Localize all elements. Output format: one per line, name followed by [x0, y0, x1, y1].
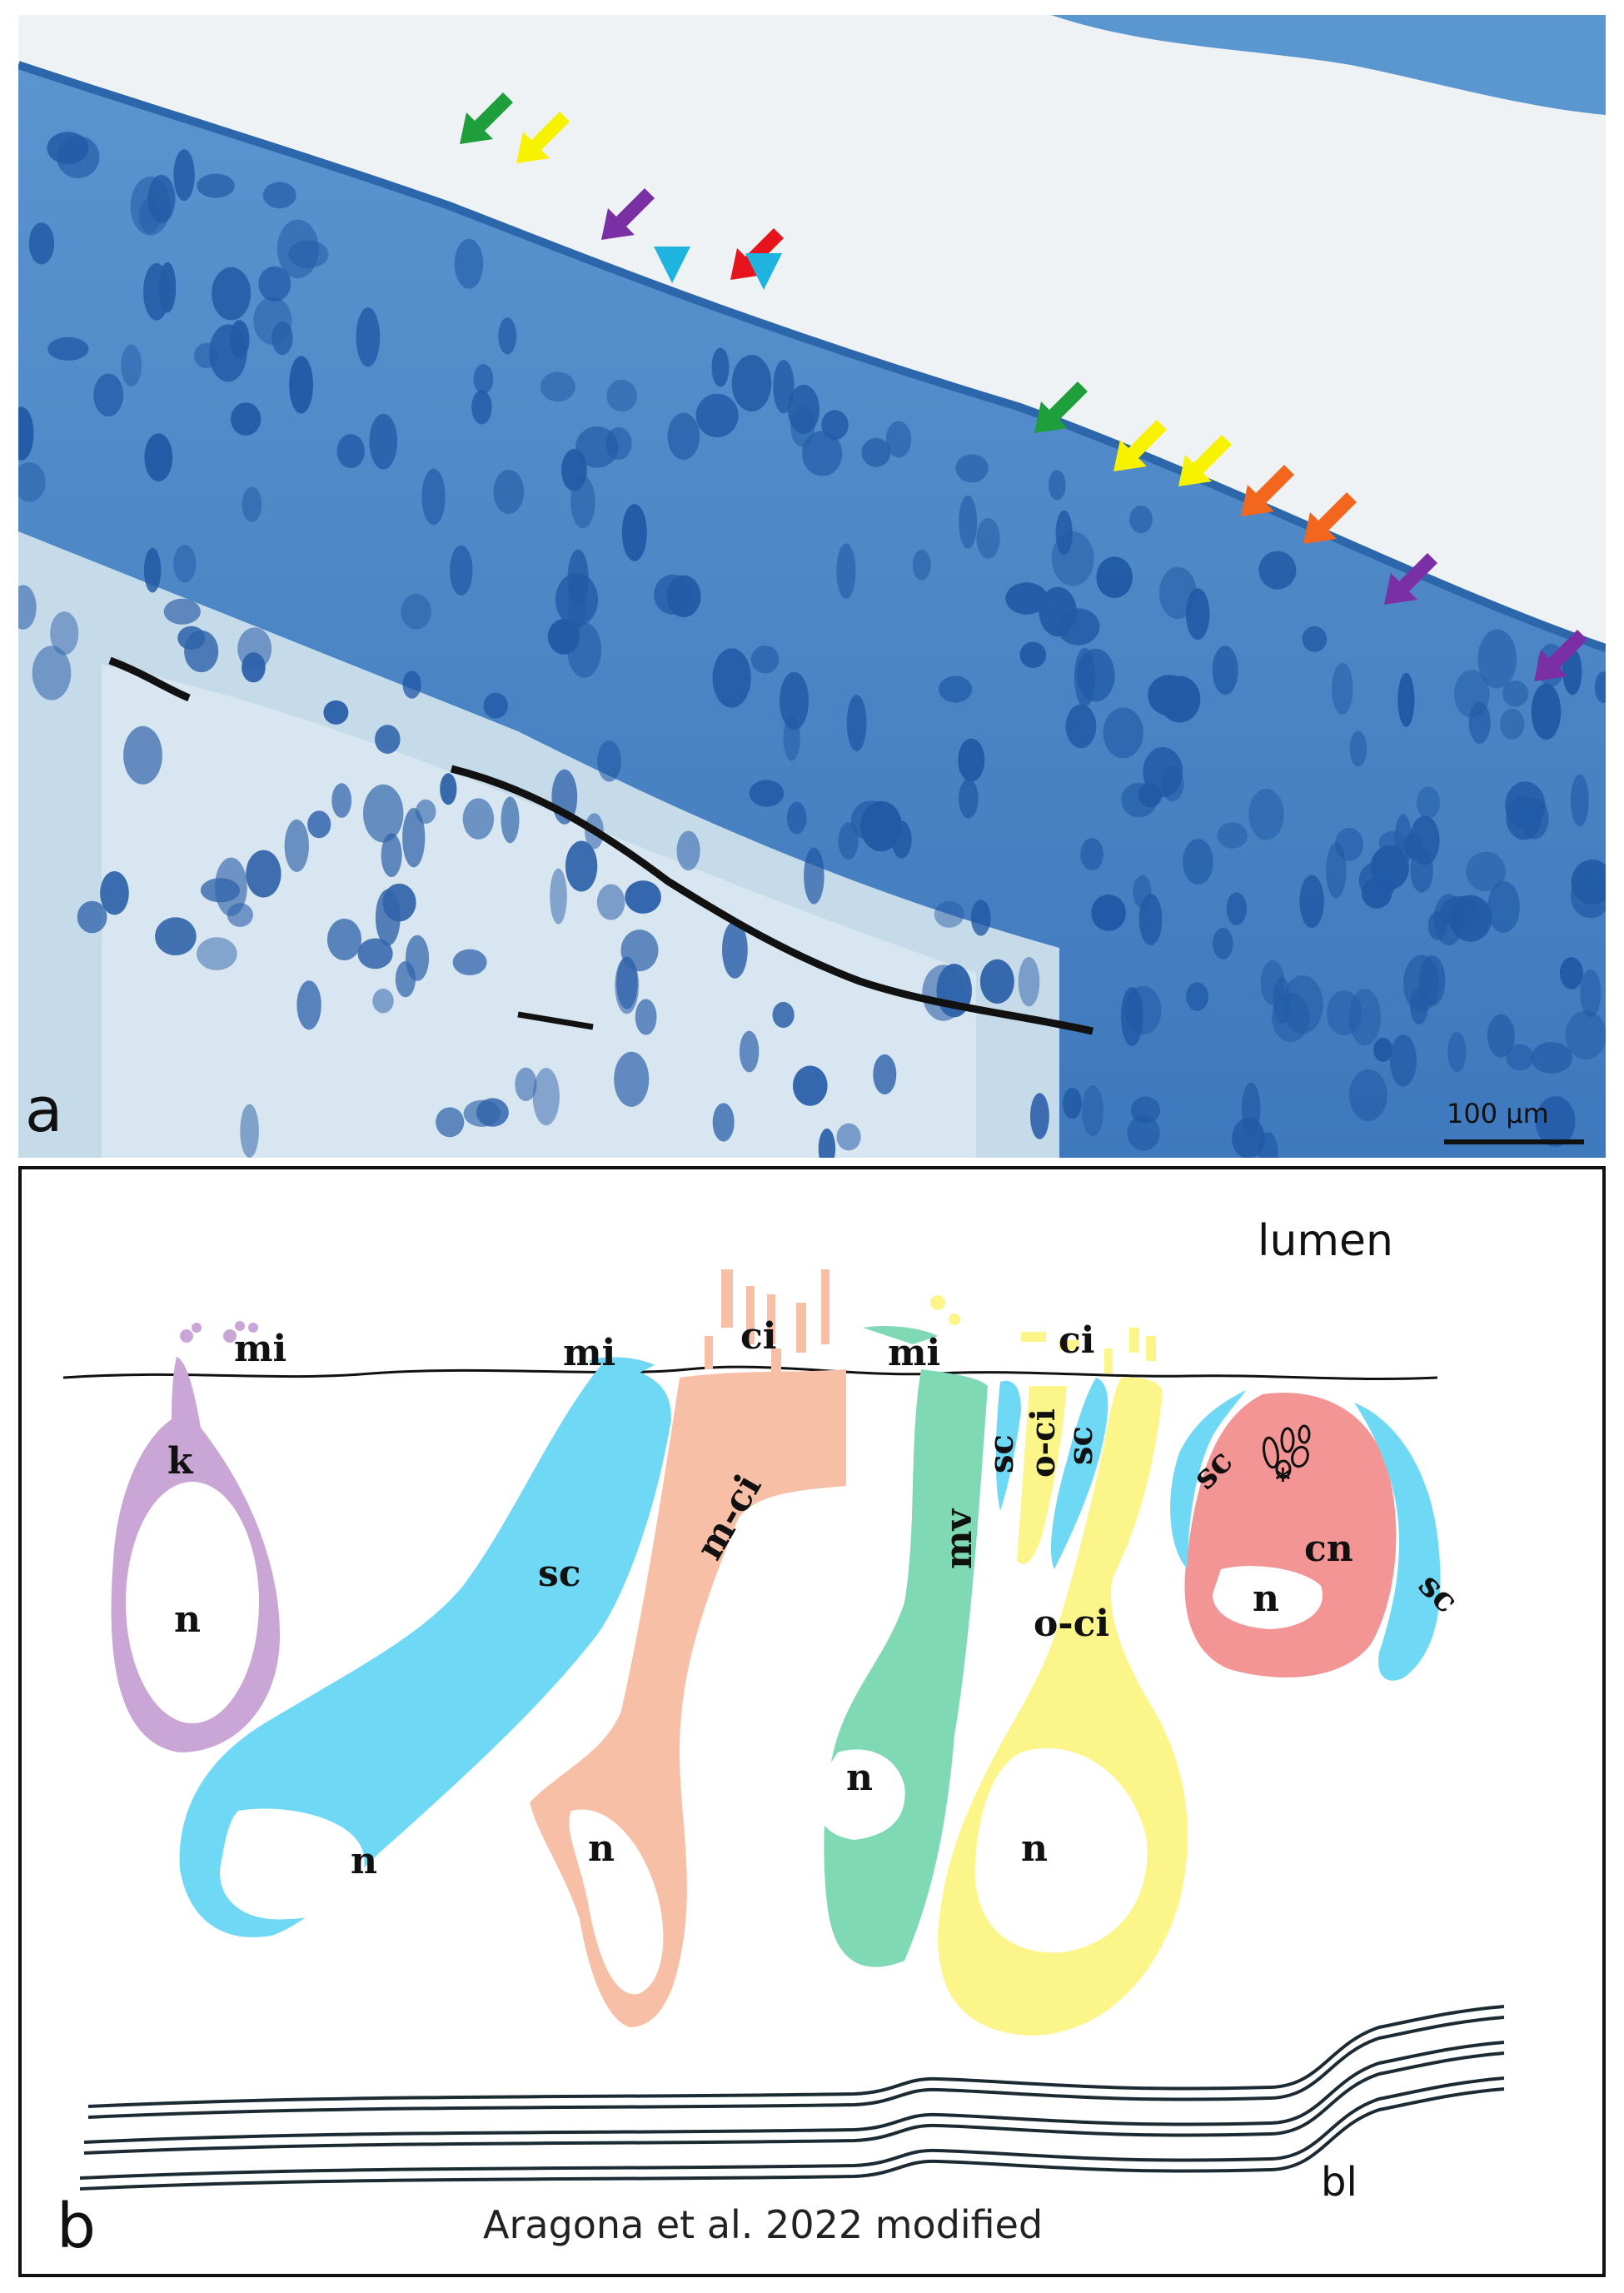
orange-arrow: [1303, 492, 1357, 544]
blue-column-2: [1050, 1378, 1108, 1569]
label-o-ci-1: o-ci: [1024, 1408, 1063, 1478]
yellow-arrow: [1113, 420, 1167, 471]
label-ci-2: ci: [1059, 1319, 1095, 1362]
lumen-label: lumen: [1258, 1216, 1394, 1266]
label-n-3: n: [588, 1827, 615, 1870]
label-mi-2: mi: [563, 1332, 615, 1374]
green-arrow: [1034, 381, 1088, 433]
apical-surface-line: [62, 1365, 1438, 1381]
red-cell-cn: [1170, 1390, 1441, 1681]
schematic-drawing: mi k n mi sc n ci m-ci n mi ci mv sc o-c…: [62, 1269, 1505, 2191]
micrograph-panel: 100 µm: [18, 15, 1606, 1158]
blue-cell-sc: [179, 1357, 671, 1937]
yellow-cell-o-ci: [930, 1295, 1188, 2036]
scale-bar-label: 100 µm: [1447, 1098, 1549, 1129]
label-mv: mv: [938, 1508, 980, 1569]
label-cn: cn: [1304, 1528, 1353, 1570]
label-sc-2: sc: [982, 1434, 1021, 1473]
orange-arrow: [1241, 465, 1294, 516]
label-n-2: n: [351, 1840, 377, 1882]
basal-lamina-label: bl: [1321, 2159, 1357, 2206]
source-credit: Aragona et al. 2022 modified: [483, 2202, 1044, 2247]
label-o-ci-2: o-ci: [1034, 1603, 1109, 1645]
green-cell-mv: [816, 1326, 988, 1967]
label-ci-1: ci: [740, 1315, 777, 1358]
yellow-arrow: [1178, 435, 1232, 486]
panel-label-b: b: [57, 2191, 96, 2262]
label-n-1: n: [174, 1598, 201, 1641]
purple-arrow: [601, 188, 655, 240]
scale-bar: [1444, 1139, 1584, 1144]
panel-label-a: a: [25, 1074, 63, 1146]
label-star: *: [1275, 1463, 1291, 1498]
label-n-4: n: [846, 1757, 873, 1799]
label-sc-3: sc: [1061, 1426, 1100, 1465]
label-sc-1: sc: [538, 1553, 581, 1595]
label-n-5: n: [1021, 1827, 1048, 1870]
annotation-arrows: [460, 92, 1587, 681]
schematic-panel: mi k n mi sc n ci m-ci n mi ci mv sc o-c…: [18, 1166, 1606, 2277]
label-n-6: n: [1253, 1578, 1279, 1620]
cyan-arrowhead: [745, 253, 782, 290]
label-mi-1: mi: [234, 1328, 286, 1370]
yellow-arrow: [516, 112, 570, 163]
purple-arrow: [1384, 553, 1437, 605]
purple-arrow: [1534, 630, 1587, 681]
basal-lamina: [79, 2005, 1505, 2191]
label-mi-3: mi: [888, 1332, 940, 1374]
micrograph-image: [18, 15, 1606, 1158]
keratinocyte-like-cell: [111, 1321, 280, 1752]
label-k: k: [167, 1440, 194, 1483]
green-arrow: [460, 92, 513, 144]
cyan-arrowhead: [654, 247, 690, 283]
blue-column-1: [995, 1380, 1021, 1511]
salmon-cell-m-ci: [530, 1269, 846, 2027]
